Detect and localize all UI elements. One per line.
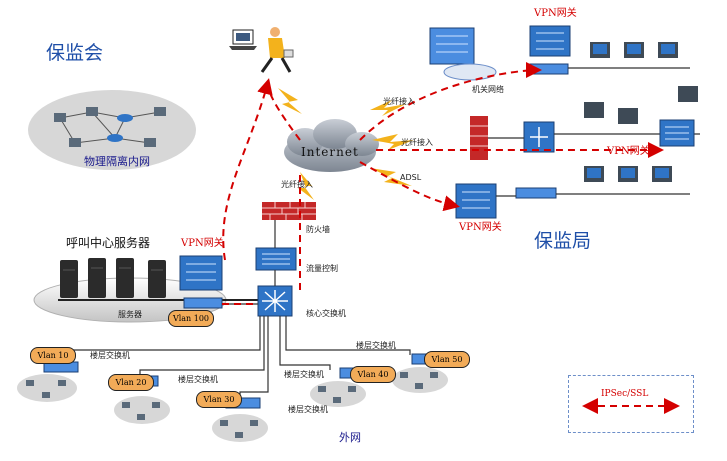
- lightning-bolts: [278, 88, 414, 200]
- title-baojianhui: 保监会: [46, 42, 104, 64]
- internet-cloud: [284, 119, 379, 172]
- fiber-label-mid: 光纤接入: [401, 138, 433, 147]
- vpn-gateway-top-label: VPN网关: [534, 8, 577, 19]
- vpn-gateway-left-label: VPN网关: [181, 238, 224, 249]
- core-switch-label: 核心交换机: [306, 309, 346, 318]
- firewall-label: 防火墙: [306, 225, 330, 234]
- extranet-label: 外网: [339, 431, 361, 444]
- firewall-right-icon: [470, 116, 488, 160]
- runner-icon: [260, 27, 294, 73]
- legend-label: IPSec/SSL: [601, 389, 649, 399]
- floor-switch-label-2: 楼层交换机: [178, 375, 218, 384]
- vpn-gateway-right-bottom-label: VPN网关: [459, 222, 502, 233]
- physical-net-nodes: [54, 107, 166, 147]
- pc-row-mid: [584, 86, 698, 124]
- flow-control-label: 流量控制: [306, 264, 338, 273]
- call-center-label: 呼叫中心服务器: [66, 236, 151, 250]
- vlan-badge-10: Vlan 10: [30, 347, 76, 364]
- vlan-badge-20: Vlan 20: [108, 374, 154, 391]
- client-clusters: [17, 367, 448, 442]
- laptop-icon: [229, 29, 257, 50]
- floor-switch-label-5: 楼层交换机: [356, 341, 396, 350]
- floor-switch-label-4: 楼层交换机: [284, 370, 324, 379]
- internet-label: Internet: [301, 145, 359, 159]
- vpn-gateway-left: [179, 255, 223, 291]
- legend-box: IPSec/SSL: [568, 375, 694, 433]
- vlan-badge-100: Vlan 100: [168, 310, 214, 327]
- floor-switch-label-1: 楼层交换机: [90, 351, 130, 360]
- org-building-icon: [429, 27, 497, 81]
- vlan-badge-40: Vlan 40: [350, 366, 396, 383]
- vpn-tunnels: [222, 62, 664, 305]
- org-net-label: 机关网络: [472, 85, 504, 94]
- fiber-label-center: 光纤接入: [281, 180, 313, 189]
- adsl-label: ADSL: [400, 173, 422, 182]
- fiber-label-top: 光纤接入: [383, 97, 415, 106]
- vlan-badge-30: Vlan 30: [196, 391, 242, 408]
- vpn-gateway-right-bottom: [455, 183, 497, 219]
- firewall-icon: [262, 202, 316, 220]
- vlan-badge-50: Vlan 50: [424, 351, 470, 368]
- floor-switch-label-3: 楼层交换机: [288, 405, 328, 414]
- physical-net-label: 物理隔离内网: [84, 155, 150, 168]
- vpn-gateway-right-mid-label: VPN网关: [607, 146, 650, 157]
- servers-label: 服务器: [118, 310, 142, 319]
- title-baojianju: 保监局: [534, 230, 592, 252]
